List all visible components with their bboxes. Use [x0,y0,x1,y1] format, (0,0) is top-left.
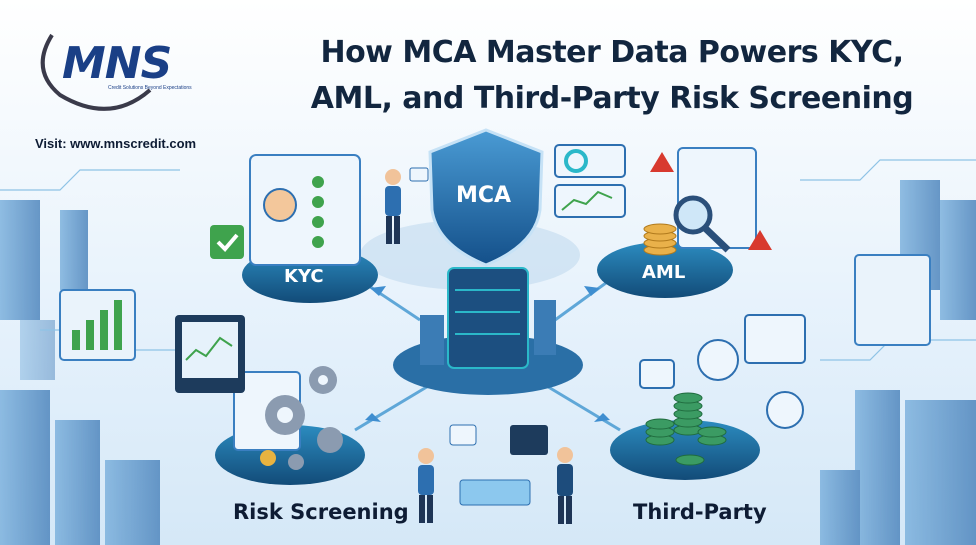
chat-bubble-icon [449,424,477,446]
check-card-icon [210,225,244,259]
aml-label: AML [642,262,686,283]
pie-chart-bubble [744,314,806,364]
floor-display-panel [459,479,531,506]
central-server [393,267,583,395]
logo-tagline: Credit Solutions Beyond Expectations [108,85,192,91]
left-chart-screen [59,289,136,361]
presenter-person [418,448,434,523]
third-party-label: Third-Party [633,500,767,524]
left-cityscape [0,200,160,545]
connector-arrows [365,286,610,422]
user-avatar-icon [263,188,297,222]
mca-shield [428,128,544,267]
growth-chart-icon [639,359,675,389]
risk-screening-label: Risk Screening [233,500,409,524]
person-avatar-icon [697,339,739,381]
floating-chart-screen [510,425,548,455]
shield-label: MCA [456,183,512,208]
magnifier-icon [673,195,713,235]
coin-stacks-icon [645,392,727,466]
kyc-label: KYC [284,266,324,287]
analyst-person [385,169,401,244]
logo-text: MNS [62,38,172,89]
coin-stack-icon [643,223,677,256]
visit-website-link[interactable]: Visit: www.mnscredit.com [35,136,197,151]
right-cityscape [820,180,976,545]
viewer-person [557,447,573,524]
warning-icon-2 [748,230,772,250]
kyc-profile-screen [249,154,361,266]
right-dashboard-screen [854,254,931,346]
message-icon [409,167,429,182]
title-line-2: AML, and Third-Party Risk Screening [310,81,914,116]
title-line-1: How MCA Master Data Powers KYC, [320,35,904,70]
kyc-check-icons [312,176,324,248]
aml-platform [597,242,733,298]
page-title: How MCA Master Data Powers KYC, AML, and… [262,30,962,122]
logo-swoosh [40,33,152,111]
person-avatar-icon-2 [766,391,804,429]
warning-icon [650,152,674,172]
